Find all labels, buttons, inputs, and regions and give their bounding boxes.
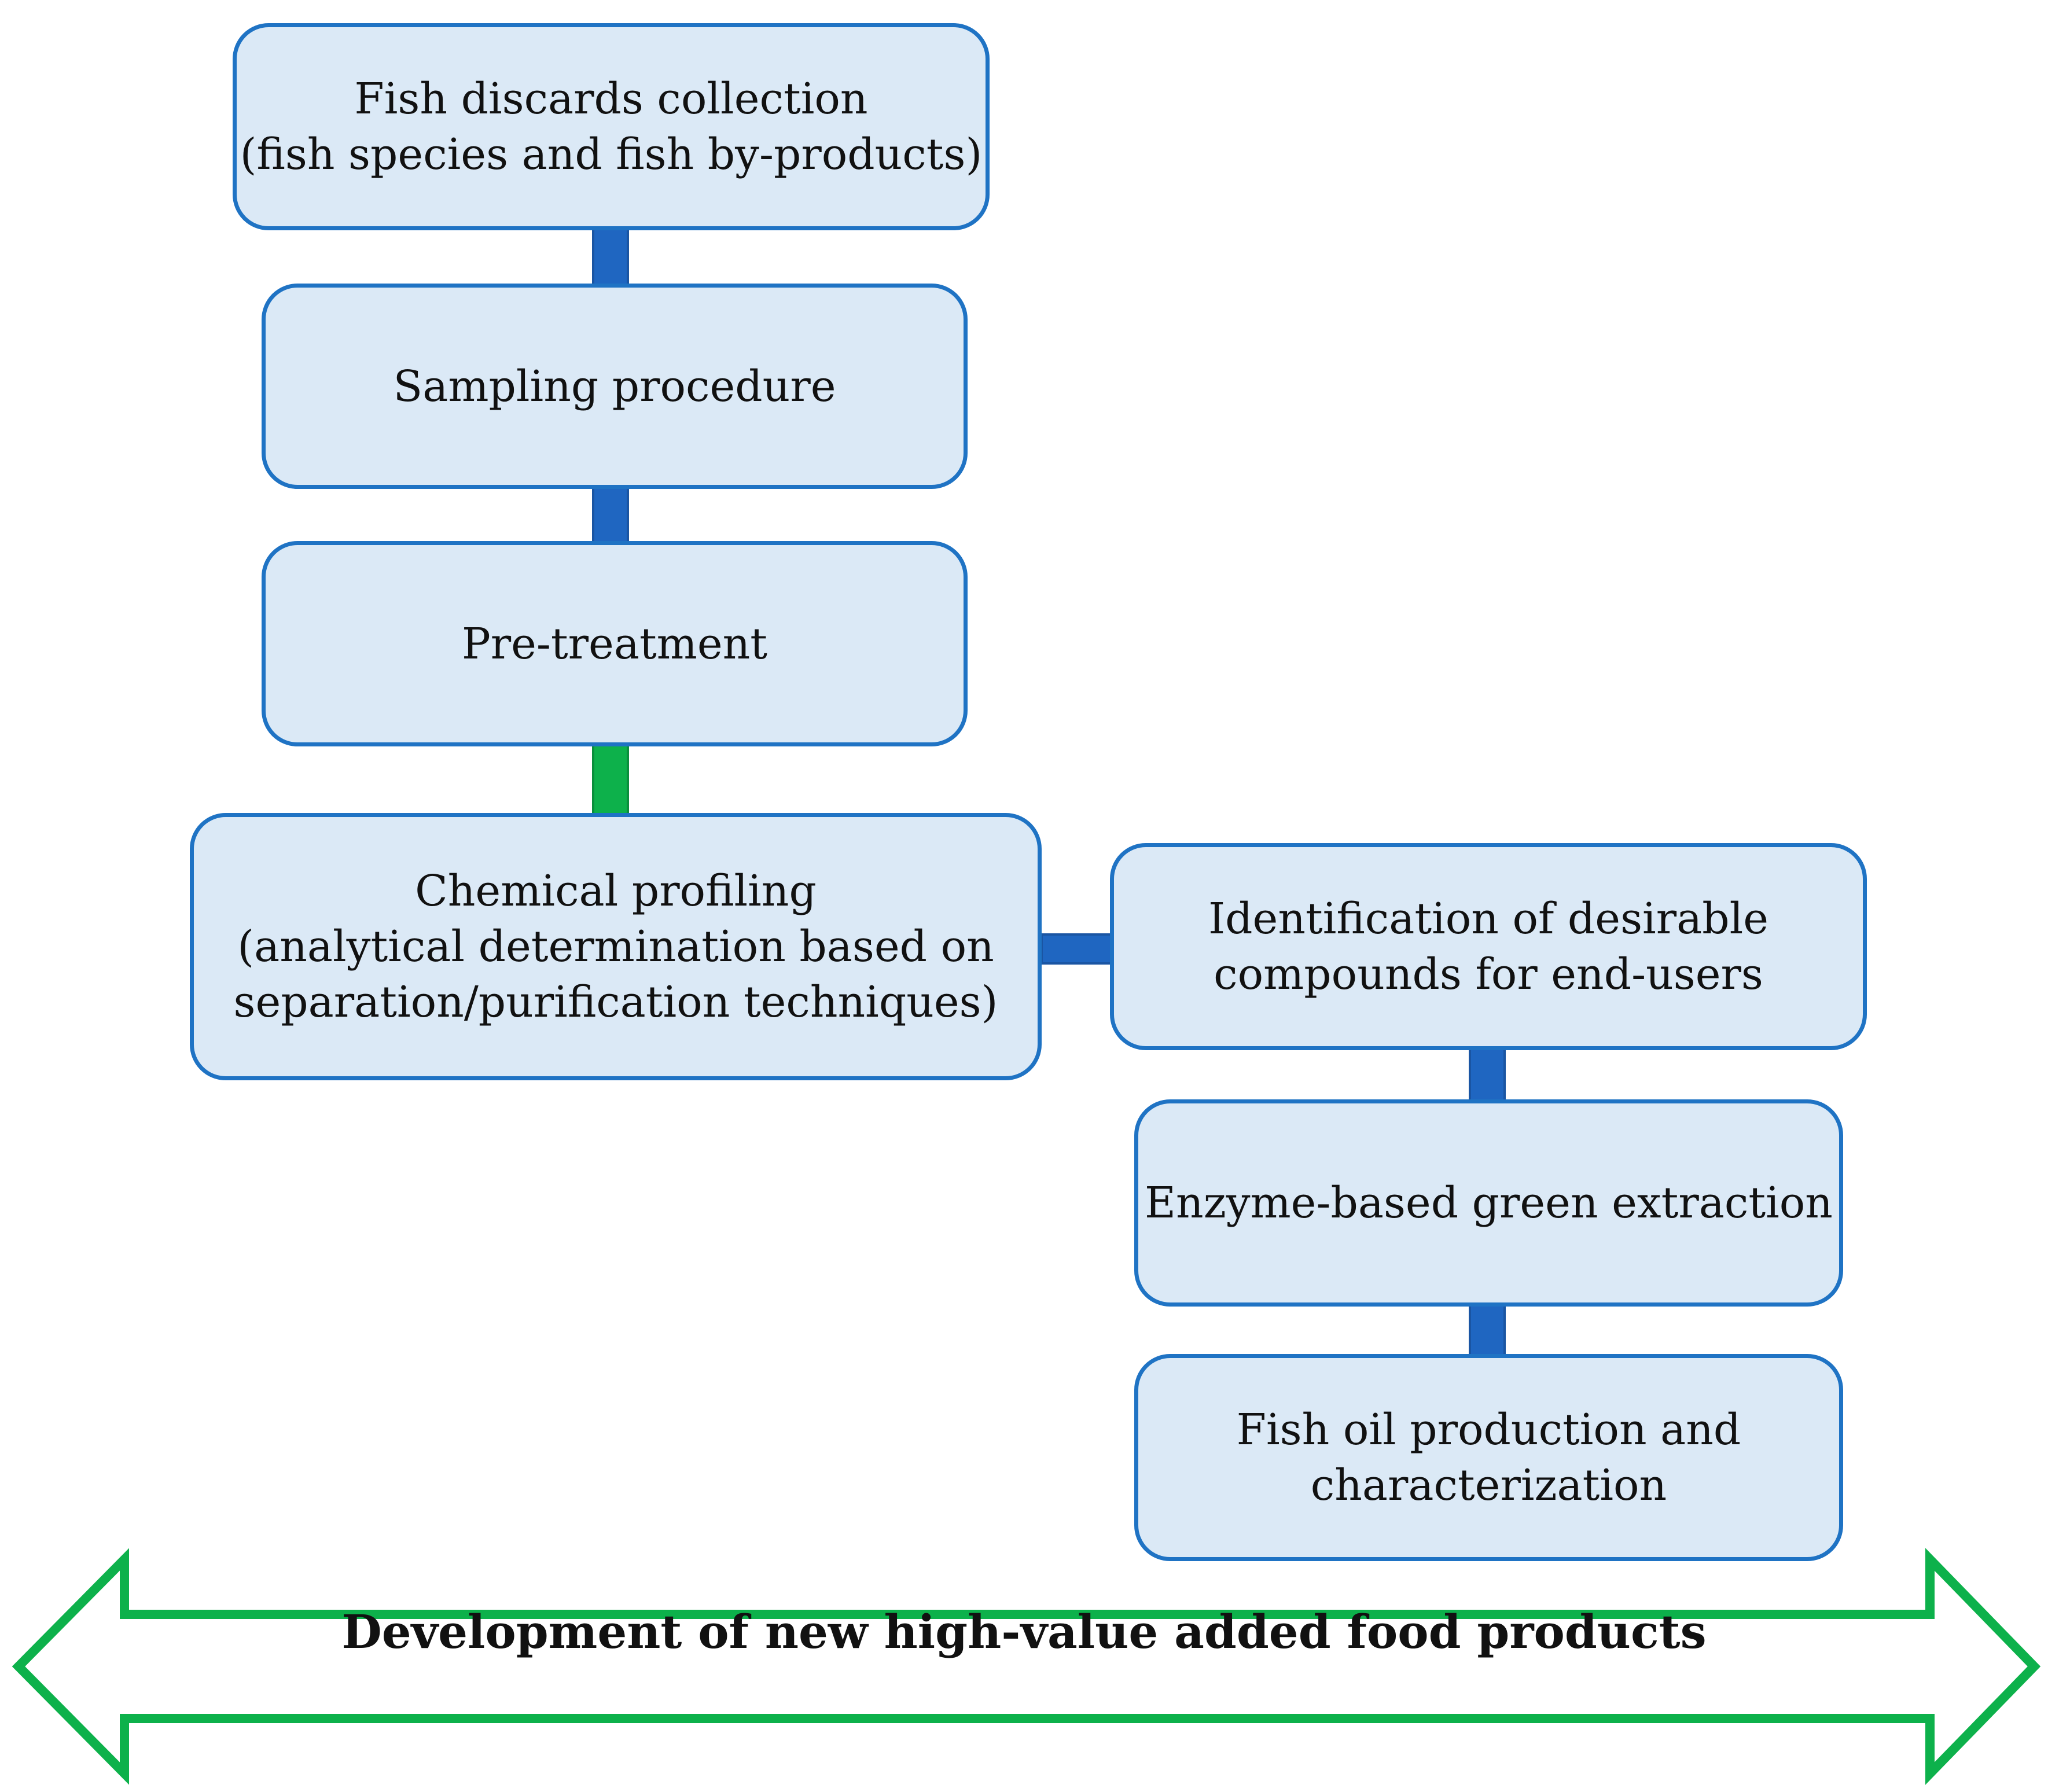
box-chemical-profiling: Chemical profiling (analytical determina… <box>190 813 1042 1080</box>
banner-double-arrow <box>12 1548 2041 1785</box>
box-extraction-line-1: Enzyme-based green extraction <box>1145 1178 1833 1228</box>
box-identification-line-1: Identification of desirable <box>1208 894 1769 944</box>
box-profiling-line-2: (analytical determination based on <box>237 922 994 972</box>
box-fish-oil-production: Fish oil production and characterization <box>1134 1354 1843 1561</box>
box-profiling-line-1: Chemical profiling <box>415 866 817 916</box>
box-enzyme-based-green-extraction: Enzyme-based green extraction <box>1134 1099 1843 1307</box>
box-identification-line-2: compounds for end-users <box>1214 950 1763 999</box>
box-profiling-line-3: separation/purification techniques) <box>233 977 998 1027</box>
box-pre-treatment: Pre-treatment <box>262 541 968 746</box>
banner-label: Development of new high-value added food… <box>341 1605 1707 1659</box>
box-pretreatment-line-1: Pre-treatment <box>461 619 768 669</box>
box-fish-discards-collection: Fish discards collection (fish species a… <box>233 23 990 230</box>
box-collection-line-2: (fish species and fish by-products) <box>240 130 983 179</box>
box-identification-of-desirable-compounds: Identification of desirable compounds fo… <box>1110 843 1867 1050</box>
box-collection-line-1: Fish discards collection <box>354 74 868 124</box>
box-sampling-procedure: Sampling procedure <box>262 284 968 489</box>
box-fish-oil-line-1: Fish oil production and <box>1236 1405 1741 1455</box>
box-sampling-line-1: Sampling procedure <box>393 361 836 411</box>
box-fish-oil-line-2: characterization <box>1310 1460 1667 1510</box>
